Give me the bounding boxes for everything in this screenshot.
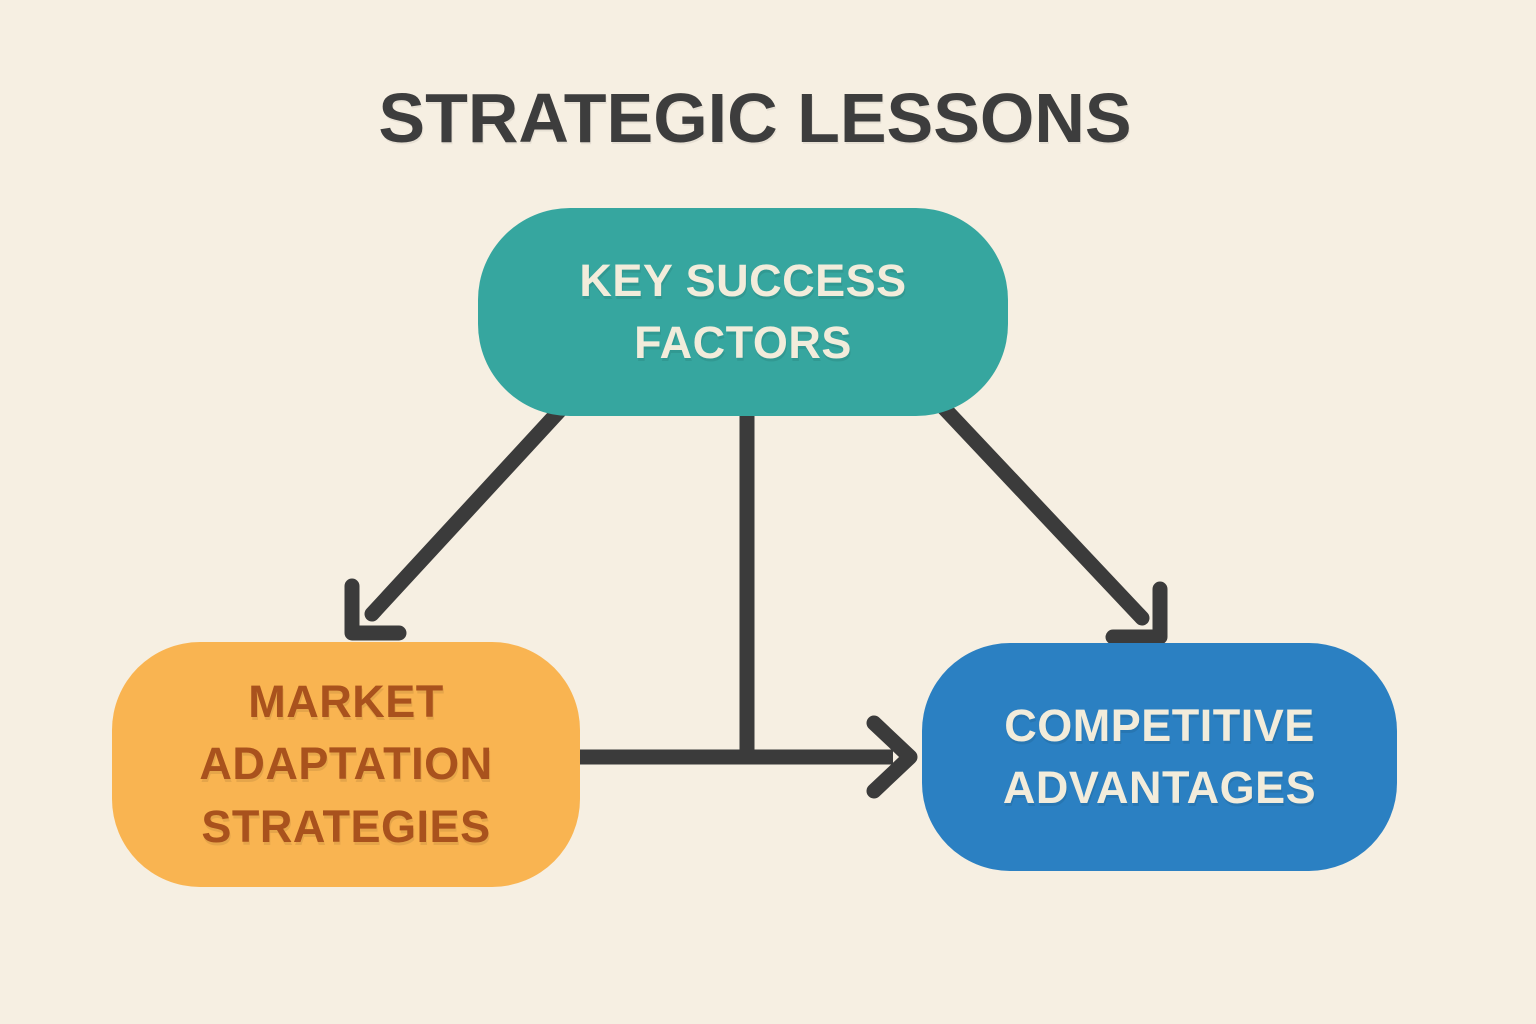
node-competitive-advantages-label: COMPETITIVE ADVANTAGES: [1002, 699, 1317, 813]
node-key-success-factors: KEY SUCCESS FACTORS: [478, 208, 1008, 416]
node-market-adaptation-strategies-label: MARKET ADAPTATION STRATEGIES: [199, 676, 493, 852]
node-market-adaptation-strategies: MARKET ADAPTATION STRATEGIES: [112, 642, 580, 887]
edge-market-to-competitive-arrowhead-icon: [866, 715, 918, 799]
node-competitive-advantages: COMPETITIVE ADVANTAGES: [922, 643, 1397, 871]
edge-key-success-to-market-arrowhead-icon: [344, 578, 407, 641]
edge-key-success-to-market-shaft: [364, 400, 570, 622]
page-title: STRATEGIC LESSONS: [378, 79, 1132, 157]
node-key-success-factors-label: KEY SUCCESS FACTORS: [579, 254, 907, 368]
edge-key-success-to-competitive-arrowhead-icon: [1105, 581, 1168, 645]
edge-key-success-to-competitive-shaft: [936, 400, 1150, 626]
